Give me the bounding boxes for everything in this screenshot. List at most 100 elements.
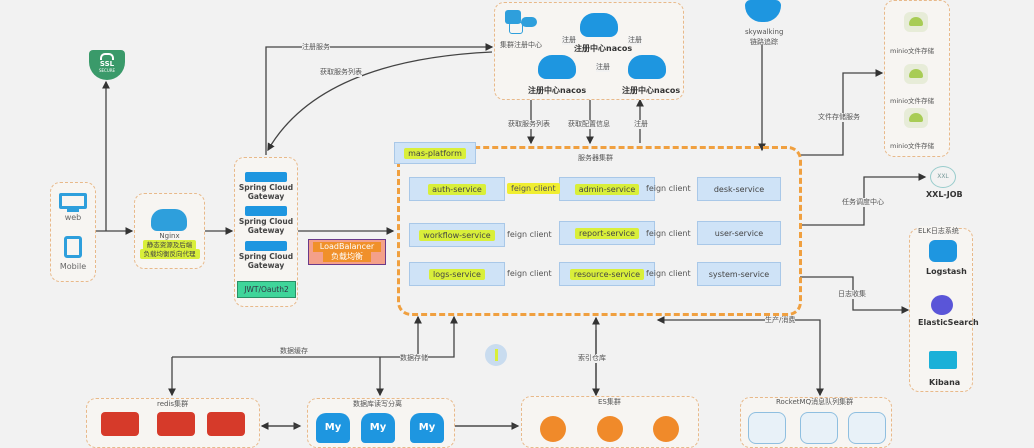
nginx-desc-line2: 负载均衡反向代理 bbox=[139, 249, 200, 259]
nacos-cloud-icon bbox=[580, 13, 618, 37]
service-label: user-service bbox=[714, 228, 764, 238]
client-web-label: web bbox=[64, 213, 82, 222]
service-node: report-service bbox=[559, 221, 655, 245]
kibana-label: Kibana bbox=[929, 378, 961, 387]
loadbalancer-name: LoadBalancer bbox=[313, 242, 381, 252]
service-node: user-service bbox=[697, 221, 781, 245]
elasticsearch-label: ElasticSearch bbox=[918, 318, 979, 327]
heart-pulse-icon bbox=[745, 0, 781, 22]
feign-client-label: feign client bbox=[646, 229, 691, 238]
feign-client-label: feign client bbox=[646, 269, 691, 278]
redis-icon bbox=[207, 412, 245, 436]
nginx-desc: 静态资源及后端 负载均衡反向代理 bbox=[136, 240, 203, 259]
service-node: logs-service bbox=[409, 262, 505, 286]
gateway-node: Spring Cloud Gateway bbox=[238, 172, 294, 201]
tablet-icon bbox=[64, 236, 82, 258]
edge-label-log-collect: 日志收集 bbox=[838, 290, 866, 299]
minio-label: minio文件存储 bbox=[890, 97, 935, 105]
mq-node-icon bbox=[848, 412, 886, 444]
hex-cluster-icon bbox=[505, 10, 539, 34]
edge-label-index-db: 索引仓库 bbox=[578, 354, 606, 363]
skywalking-desc: 链路追踪 bbox=[750, 38, 778, 46]
redis-title: redis集群 bbox=[157, 400, 189, 408]
mysql-icon: My bbox=[316, 413, 350, 443]
edge-label-file-storage: 文件存储服务 bbox=[818, 113, 860, 122]
service-node: system-service bbox=[697, 262, 781, 286]
nacos-cloud-icon bbox=[538, 55, 576, 79]
service-node: resource-service bbox=[559, 262, 655, 286]
gateway-label: Spring Cloud Gateway bbox=[238, 217, 294, 235]
kibana-monitor-icon bbox=[929, 351, 957, 369]
service-label: admin-service bbox=[574, 183, 640, 195]
redis-icon bbox=[101, 412, 139, 436]
service-node: admin-service bbox=[559, 177, 655, 201]
xxl-logo-icon: XXL bbox=[930, 166, 956, 188]
edge-label-register: 注册 bbox=[628, 36, 642, 45]
edge-label-register: 注册 bbox=[562, 36, 576, 45]
es-node-icon bbox=[540, 416, 566, 442]
service-node: workflow-service bbox=[409, 223, 505, 247]
minio-label: minio文件存储 bbox=[890, 47, 935, 55]
edge-label-get-service-list: 获取服务列表 bbox=[320, 68, 362, 77]
service-label: report-service bbox=[575, 227, 639, 239]
feign-text: feign client bbox=[507, 183, 560, 194]
nginx-cloud-icon bbox=[151, 209, 187, 231]
service-label: auth-service bbox=[428, 183, 486, 195]
rocketmq-title: RocketMQ消息队列集群 bbox=[776, 398, 854, 406]
es-node-icon bbox=[597, 416, 623, 442]
skywalking-name: skywalking bbox=[745, 28, 784, 36]
server-icon bbox=[245, 241, 287, 251]
minio-icon bbox=[904, 64, 928, 84]
nginx-desc-line1: 静态资源及后端 bbox=[142, 240, 197, 250]
edge-label-produce-consume: 生产/消费 bbox=[765, 316, 796, 325]
client-mobile-label: Mobile bbox=[59, 262, 87, 271]
edge-label-register-service: 注册服务 bbox=[302, 43, 330, 52]
nacos-cloud-icon bbox=[628, 55, 666, 79]
clients-group bbox=[50, 182, 96, 282]
edge-label-get-config: 获取配置信息 bbox=[568, 120, 610, 129]
mq-node-icon bbox=[748, 412, 786, 444]
mas-platform-box: mas-platform bbox=[394, 142, 476, 164]
server-icon bbox=[245, 206, 287, 216]
elk-title: ELK日志系统 bbox=[918, 226, 959, 236]
edge-label-task-schedule: 任务调度中心 bbox=[842, 198, 884, 207]
feign-client-label: feign client bbox=[507, 230, 552, 239]
loadbalancer-desc: 负载均衡 bbox=[323, 252, 371, 262]
minio-label: minio文件存储 bbox=[890, 142, 935, 150]
feign-client-label: feign client bbox=[507, 269, 552, 278]
nginx-name: Nginx bbox=[159, 232, 180, 240]
nacos-node-label: 注册中心nacos bbox=[574, 44, 633, 53]
nacos-node-label: 注册中心nacos bbox=[528, 86, 587, 95]
service-label: workflow-service bbox=[419, 229, 495, 241]
xxl-job-label: XXL-JOB bbox=[926, 190, 963, 199]
ssl-badge: SSL SECURE bbox=[89, 50, 125, 80]
feign-client-label: feign client bbox=[507, 183, 560, 194]
info-dot-icon bbox=[485, 344, 507, 366]
redis-icon bbox=[157, 412, 195, 436]
minio-icon bbox=[904, 108, 928, 128]
edge-label-get-list: 获取服务列表 bbox=[508, 120, 550, 129]
elasticsearch-icon bbox=[931, 295, 953, 315]
minio-icon bbox=[904, 12, 928, 32]
gateway-label: Spring Cloud Gateway bbox=[238, 183, 294, 201]
mq-node-icon bbox=[800, 412, 838, 444]
service-cluster bbox=[397, 146, 802, 316]
monitor-icon bbox=[59, 193, 87, 209]
mas-platform-label: mas-platform bbox=[404, 147, 466, 159]
monitor-stand bbox=[67, 209, 79, 212]
registry-title: 集群注册中心 bbox=[500, 41, 542, 49]
service-label: desk-service bbox=[713, 184, 765, 194]
mysql-title: 数据库读写分离 bbox=[353, 400, 402, 408]
logstash-label: Logstash bbox=[926, 267, 967, 276]
logstash-icon bbox=[929, 240, 957, 262]
service-node: desk-service bbox=[697, 177, 781, 201]
ssl-label: SSL bbox=[99, 60, 115, 68]
jwt-oauth-box: JWT/Oauth2 bbox=[237, 281, 296, 298]
nacos-node-label: 注册中心nacos bbox=[622, 86, 681, 95]
service-node: auth-service bbox=[409, 177, 505, 201]
service-label: system-service bbox=[708, 269, 770, 279]
edge-label-register: 注册 bbox=[596, 63, 610, 72]
service-label: logs-service bbox=[429, 268, 485, 280]
lock-icon bbox=[100, 53, 114, 60]
gateway-node: Spring Cloud Gateway bbox=[238, 206, 294, 235]
